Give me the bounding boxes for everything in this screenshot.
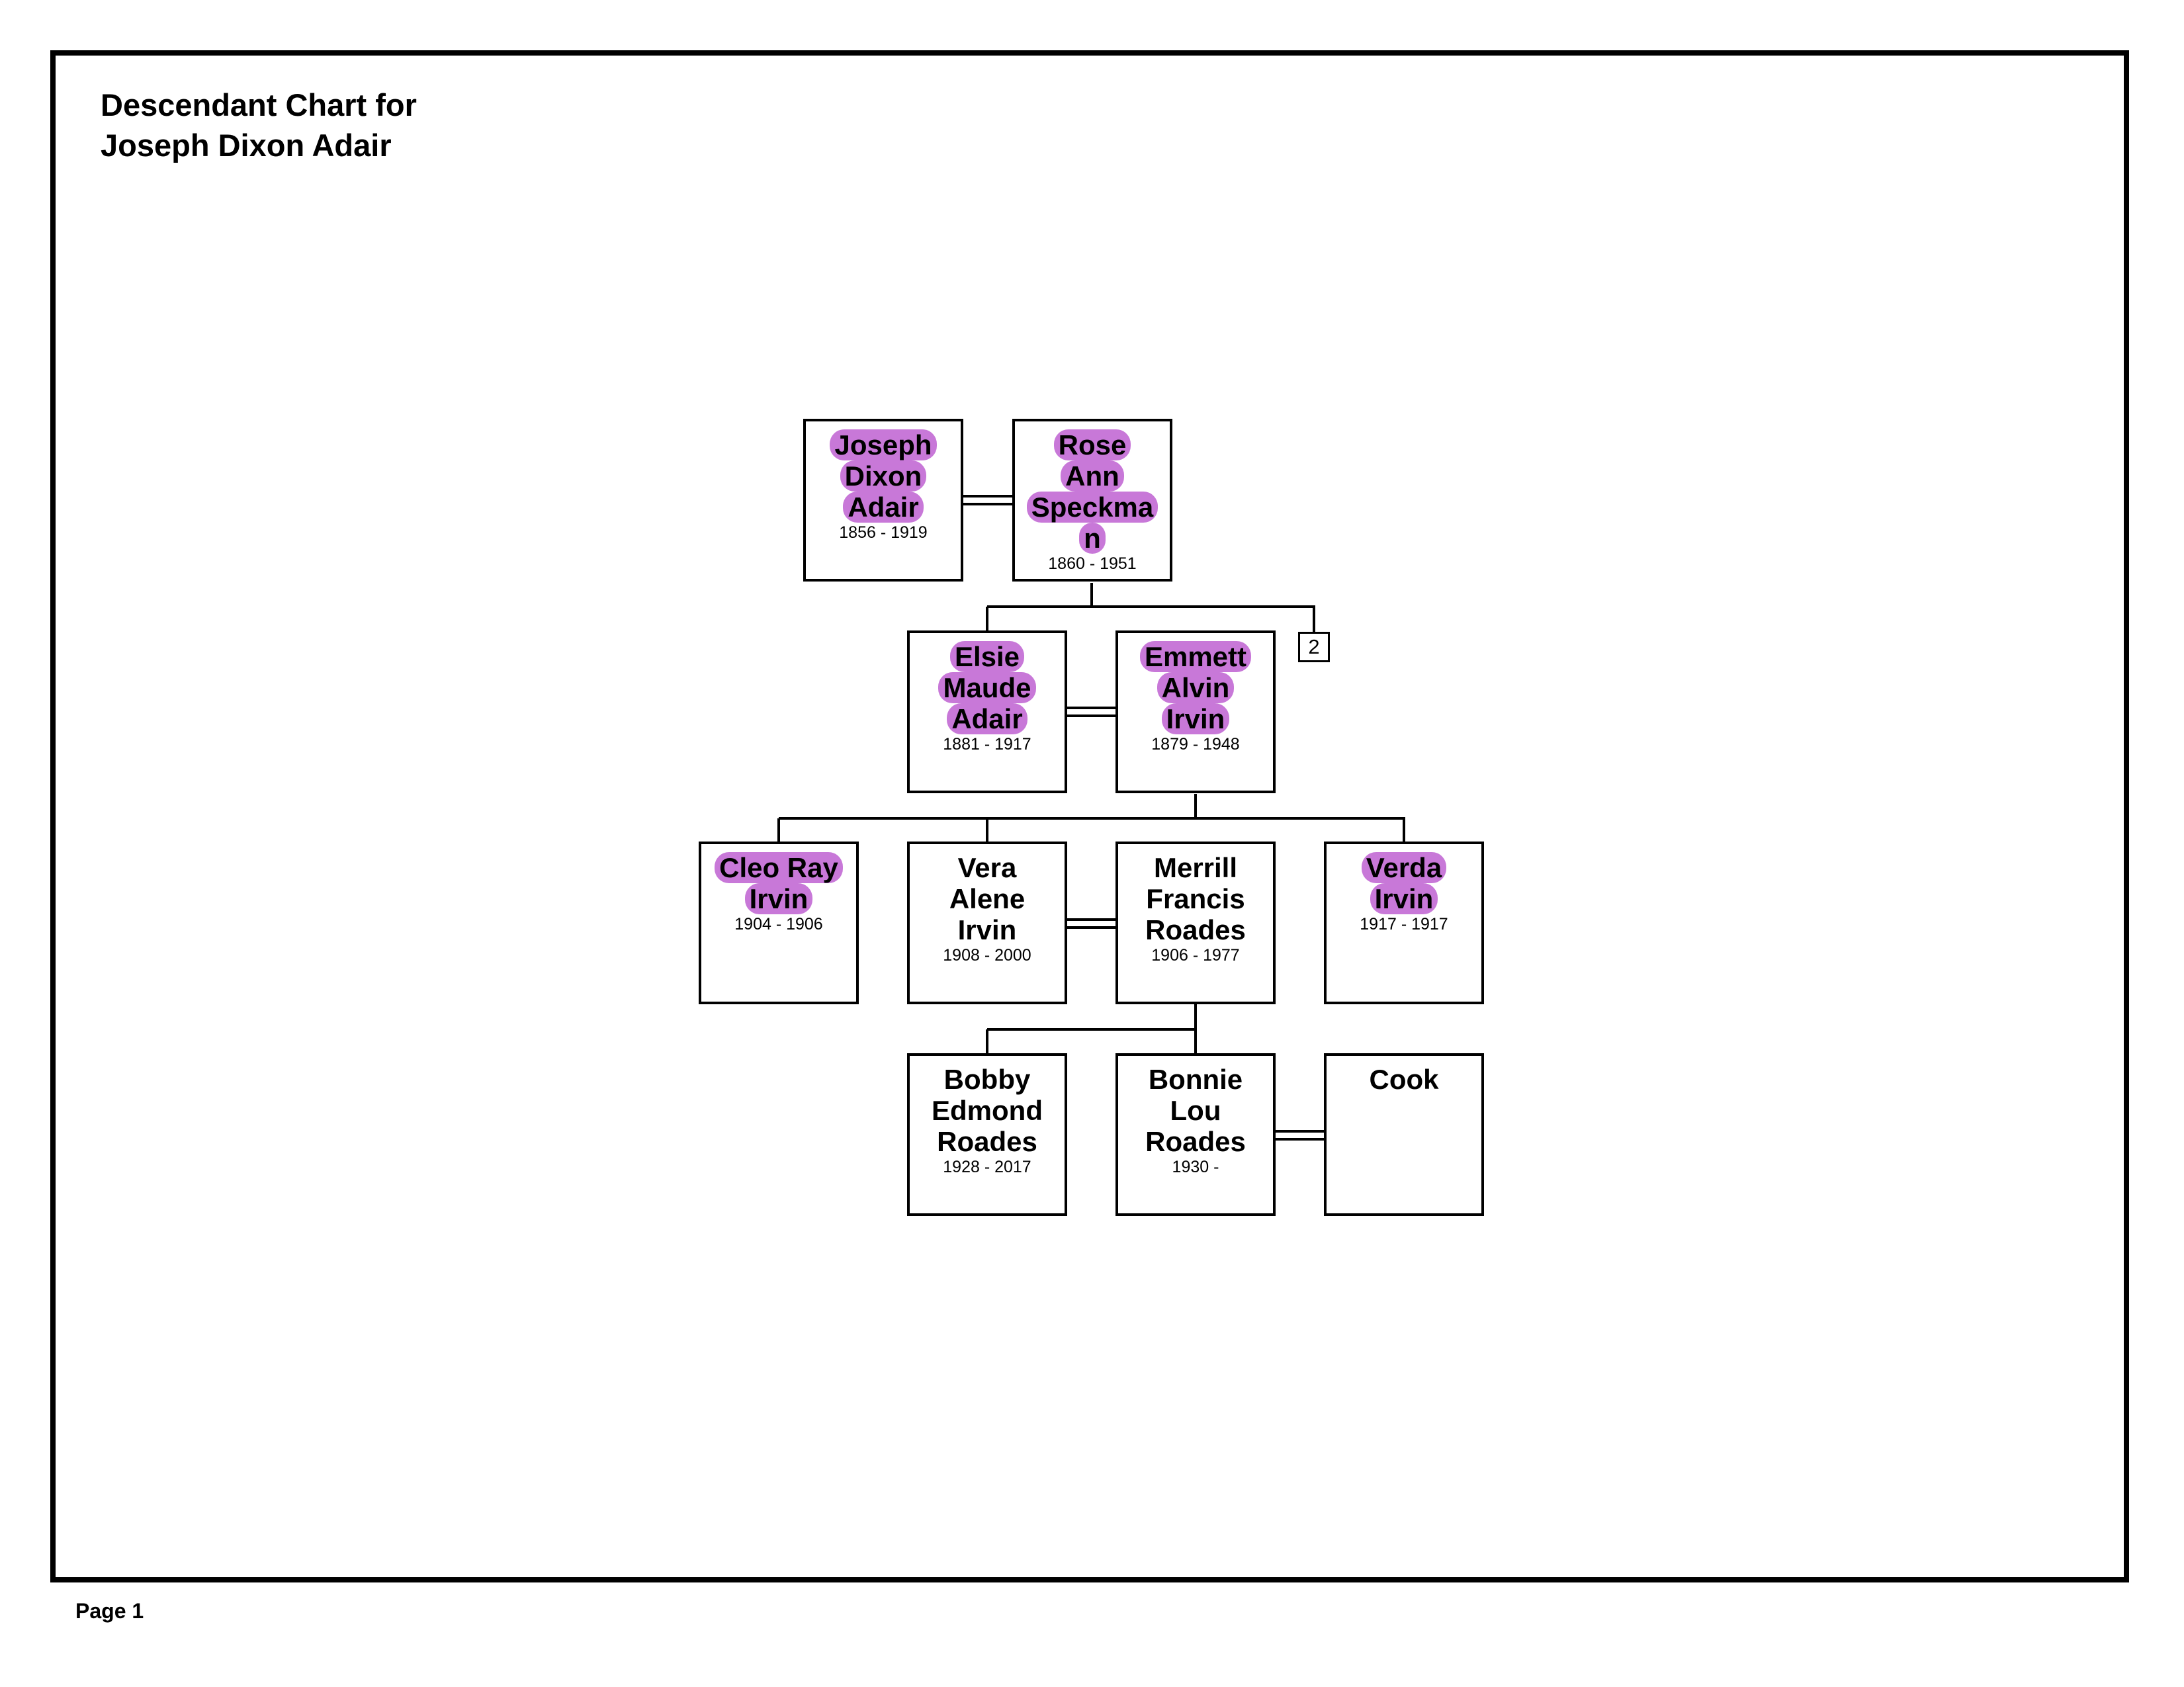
person-dates: 1860 - 1951 bbox=[1048, 554, 1137, 573]
person-name: Vera Alene Irvin bbox=[912, 852, 1062, 945]
name-line: Joseph bbox=[830, 429, 937, 460]
title-line-2: Joseph Dixon Adair bbox=[101, 128, 392, 163]
person-name: Bobby Edmond Roades bbox=[912, 1064, 1062, 1157]
page-title: Descendant Chart for Joseph Dixon Adair bbox=[101, 85, 417, 165]
name-line: Verda bbox=[1361, 852, 1447, 883]
person-box-verda[interactable]: Verda Irvin 1917 - 1917 bbox=[1324, 842, 1484, 1004]
page-number-label: Page 1 bbox=[75, 1599, 144, 1623]
person-dates: 1906 - 1977 bbox=[1151, 946, 1240, 965]
name-line: Cleo Ray bbox=[715, 852, 843, 883]
name-line: Alvin bbox=[1157, 672, 1235, 703]
person-dates: 1930 - bbox=[1172, 1158, 1219, 1176]
title-line-1: Descendant Chart for bbox=[101, 87, 417, 122]
person-box-cleo[interactable]: Cleo Ray Irvin 1904 - 1906 bbox=[699, 842, 859, 1004]
name-line: Roades bbox=[1145, 914, 1246, 945]
person-name: Merrill Francis Roades bbox=[1121, 852, 1270, 945]
person-box-vera[interactable]: Vera Alene Irvin 1908 - 2000 bbox=[907, 842, 1067, 1004]
name-line: n bbox=[1079, 523, 1106, 554]
name-line: Dixon bbox=[840, 460, 927, 492]
more-children-badge[interactable]: 2 bbox=[1298, 632, 1330, 662]
person-box-elsie[interactable]: Elsie Maude Adair 1881 - 1917 bbox=[907, 630, 1067, 793]
name-line: Irvin bbox=[1370, 883, 1438, 914]
name-line: Irvin bbox=[744, 883, 813, 914]
person-box-joseph[interactable]: Joseph Dixon Adair 1856 - 1919 bbox=[803, 419, 963, 582]
person-dates: 1908 - 2000 bbox=[943, 946, 1031, 965]
name-line: Maude bbox=[938, 672, 1036, 703]
name-line: Francis bbox=[1146, 883, 1245, 914]
name-line: Lou bbox=[1170, 1095, 1221, 1126]
person-box-rose[interactable]: Rose Ann Speckma n 1860 - 1951 bbox=[1012, 419, 1172, 582]
name-line: Merrill bbox=[1153, 852, 1238, 883]
name-line: Roades bbox=[1145, 1126, 1246, 1157]
name-line: Roades bbox=[937, 1126, 1037, 1157]
name-line: Bonnie bbox=[1148, 1064, 1243, 1095]
person-name: Elsie Maude Adair bbox=[912, 641, 1062, 734]
person-box-bonnie[interactable]: Bonnie Lou Roades 1930 - bbox=[1115, 1053, 1276, 1216]
person-name: Emmett Alvin Irvin bbox=[1121, 641, 1270, 734]
name-line: Ann bbox=[1061, 460, 1124, 492]
person-dates: 1928 - 2017 bbox=[943, 1158, 1031, 1176]
name-line: Irvin bbox=[1161, 703, 1230, 734]
chart-frame bbox=[50, 50, 2129, 1582]
name-line: Elsie bbox=[949, 641, 1025, 672]
name-line: Speckma bbox=[1026, 492, 1158, 523]
person-dates: 1904 - 1906 bbox=[734, 915, 823, 933]
person-name: Rose Ann Speckma n bbox=[1018, 429, 1167, 554]
name-line: Emmett bbox=[1139, 641, 1252, 672]
person-box-emmett[interactable]: Emmett Alvin Irvin 1879 - 1948 bbox=[1115, 630, 1276, 793]
name-line: Adair bbox=[843, 492, 924, 523]
name-line: Alene bbox=[949, 883, 1026, 914]
person-dates: 1917 - 1917 bbox=[1360, 915, 1448, 933]
person-name: Cook bbox=[1329, 1064, 1479, 1095]
person-dates: 1881 - 1917 bbox=[943, 735, 1031, 754]
person-name: Joseph Dixon Adair bbox=[808, 429, 958, 523]
person-dates: 1856 - 1919 bbox=[839, 523, 928, 542]
person-box-merrill[interactable]: Merrill Francis Roades 1906 - 1977 bbox=[1115, 842, 1276, 1004]
person-name: Verda Irvin bbox=[1329, 852, 1479, 914]
person-name: Bonnie Lou Roades bbox=[1121, 1064, 1270, 1157]
person-box-cook[interactable]: Cook bbox=[1324, 1053, 1484, 1216]
name-line: Cook bbox=[1369, 1064, 1439, 1095]
person-name: Cleo Ray Irvin bbox=[704, 852, 853, 914]
name-line: Adair bbox=[947, 703, 1027, 734]
name-line: Bobby bbox=[943, 1064, 1031, 1095]
name-line: Vera bbox=[957, 852, 1017, 883]
name-line: Irvin bbox=[957, 914, 1017, 945]
person-dates: 1879 - 1948 bbox=[1151, 735, 1240, 754]
name-line: Edmond bbox=[932, 1095, 1043, 1126]
person-box-bobby[interactable]: Bobby Edmond Roades 1928 - 2017 bbox=[907, 1053, 1067, 1216]
name-line: Rose bbox=[1053, 429, 1131, 460]
